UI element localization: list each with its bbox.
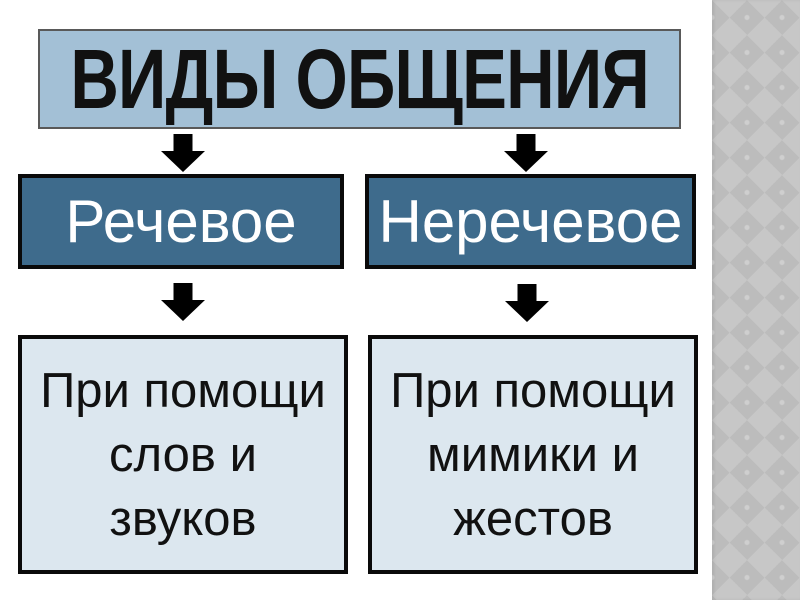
detail-box-nonverbal: При помощи мимики и жестов [368,335,698,574]
detail-box-verbal: При помощи слов и звуков [18,335,348,574]
detail-line: мимики и [427,427,639,482]
detail-line: жестов [453,491,613,546]
diagram-title: ВИДЫ ОБЩЕНИЯ [70,31,649,126]
branch-label-verbal: Речевое [65,188,297,255]
branch-label-nonverbal: Неречевое [378,188,683,255]
detail-line: При помощи [390,363,676,418]
down-arrow-icon [505,284,549,322]
detail-line: слов и [109,427,257,482]
down-arrow-icon [504,134,548,172]
branch-box-nonverbal: Неречевое [365,174,696,269]
title-box: ВИДЫ ОБЩЕНИЯ [38,29,681,129]
detail-line: звуков [109,491,257,546]
down-arrow-icon [161,283,205,321]
down-arrow-icon [161,134,205,172]
detail-line: При помощи [40,363,326,418]
branch-box-verbal: Речевое [18,174,344,269]
decorative-diamond-pattern [712,0,800,600]
